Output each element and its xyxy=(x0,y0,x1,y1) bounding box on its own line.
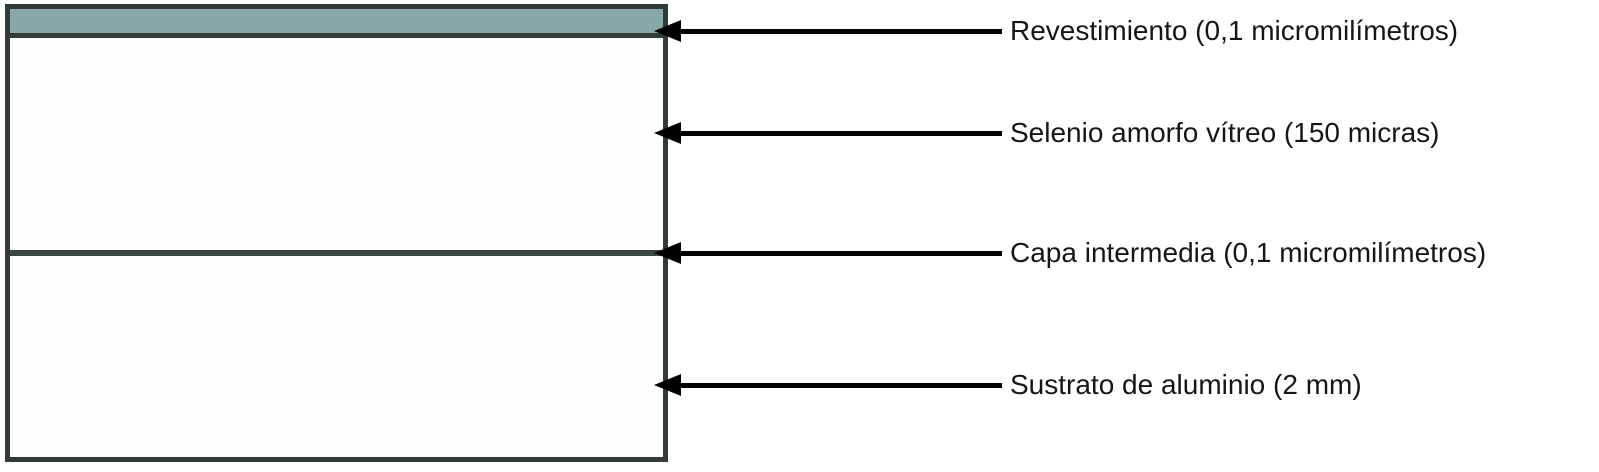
arrow-shaft xyxy=(681,130,1002,136)
layer-capa-intermedia xyxy=(10,250,663,256)
arrow-shaft xyxy=(681,250,1002,256)
arrowhead-icon xyxy=(654,122,681,144)
layer-sustrato-aluminio xyxy=(10,256,663,457)
arrowhead-icon xyxy=(654,20,681,42)
label-selenio: Selenio amorfo vítreo (150 micras) xyxy=(1010,117,1440,148)
label-sustrato: Sustrato de aluminio (2 mm) xyxy=(1010,369,1362,400)
layer-selenio-amorfo xyxy=(10,38,663,250)
arrowhead-icon xyxy=(654,242,681,264)
arrow-shaft xyxy=(681,28,1002,34)
arrow-shaft xyxy=(681,382,1002,388)
arrow-left-icon-sustrato xyxy=(654,374,1002,396)
arrow-left-icon-revestimiento xyxy=(654,20,1002,42)
layer-revestimiento xyxy=(10,9,663,38)
arrow-left-icon-selenio xyxy=(654,122,1002,144)
label-capa-intermedia: Capa intermedia (0,1 micromilímetros) xyxy=(1010,237,1487,268)
label-revestimiento: Revestimiento (0,1 micromilímetros) xyxy=(1010,15,1459,46)
layer-stack-box xyxy=(5,4,668,462)
arrow-left-icon-capa-intermedia xyxy=(654,242,1002,264)
arrowhead-icon xyxy=(654,374,681,396)
